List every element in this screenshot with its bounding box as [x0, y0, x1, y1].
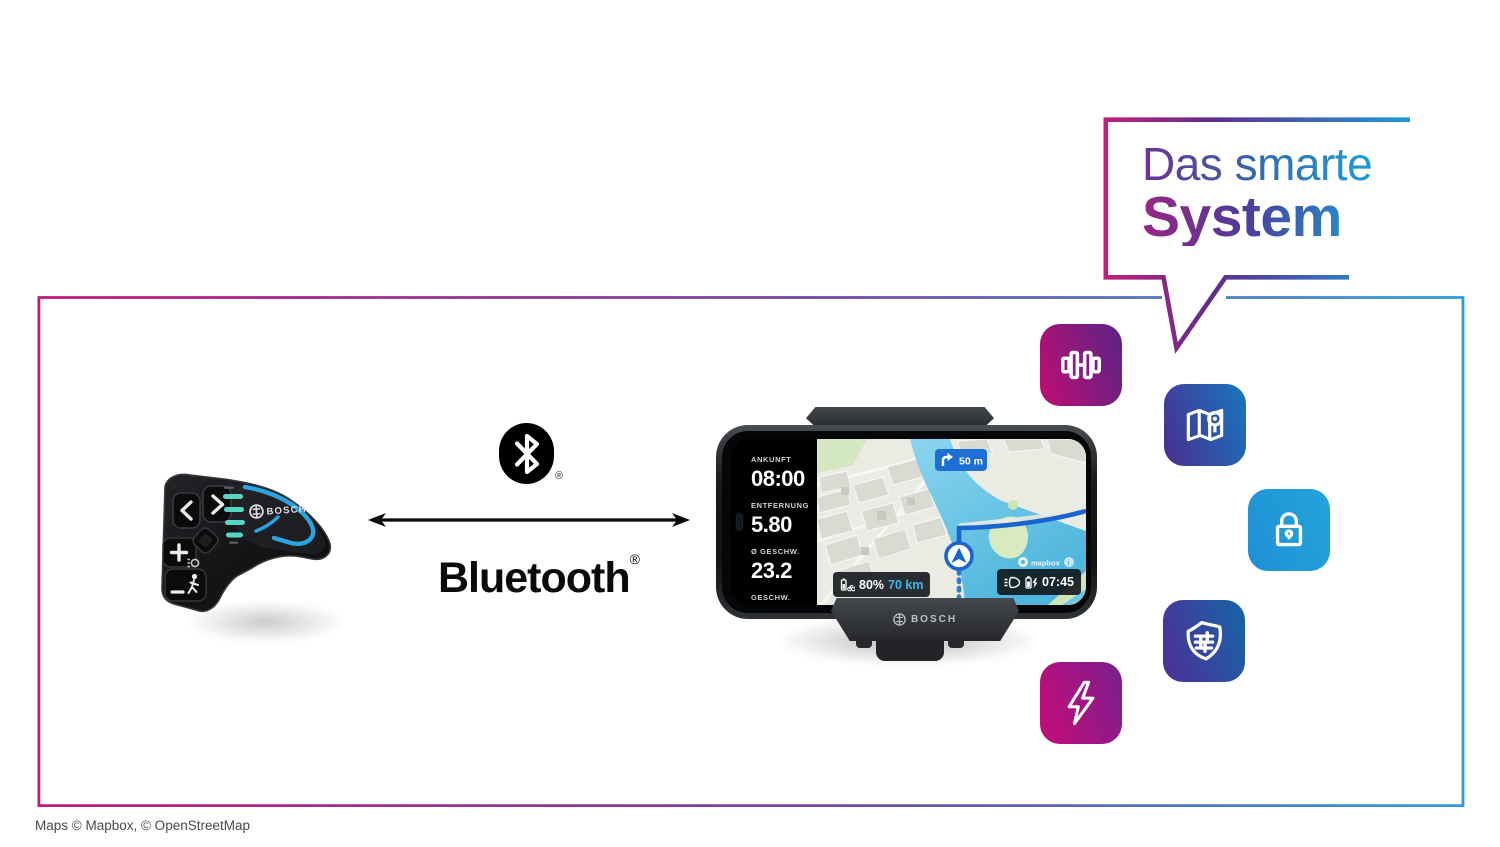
- map-park: [817, 439, 867, 473]
- remote-minus-walk-button: [164, 568, 207, 602]
- lock-icon: [1275, 512, 1303, 547]
- svg-text:mapbox: mapbox: [1031, 559, 1061, 568]
- headline-line1: Das smarte: [1142, 138, 1373, 190]
- stat-value: 23.2: [751, 558, 792, 583]
- stat-value: 5.80: [751, 512, 792, 537]
- bluetooth-logo-registered: ®: [555, 470, 564, 482]
- nav-position-arrow: [951, 547, 967, 563]
- stat-label: GESCHW.: [751, 593, 791, 602]
- stat-value: 21.4: [751, 604, 817, 605]
- led-strip-cap-bottom: [229, 541, 238, 544]
- led-strip-cap-top: [224, 486, 234, 489]
- remote-next-button: [202, 485, 232, 523]
- tuning-app-tile: [1163, 600, 1245, 682]
- navigation-map: 50 m mapbox i: [817, 439, 1086, 605]
- turn-instruction-badge: 50 m: [935, 449, 987, 471]
- navigation-app-tile: [1164, 384, 1246, 466]
- svg-text:BOSCH: BOSCH: [266, 504, 307, 518]
- fitness-app-tile: [1040, 324, 1122, 406]
- chevron-right-icon: [211, 494, 225, 515]
- led-remote: BOSCH: [161, 473, 332, 613]
- bluetooth-rune-icon: [514, 433, 539, 474]
- remote-accent-swoosh-2: [254, 515, 280, 533]
- ride-stats-panel: ANKUNFT 08:00 ENTFERNUNG 5.80 Ø GESCHW. …: [731, 439, 817, 605]
- map-buildings-tall: [841, 487, 915, 555]
- svg-text:i: i: [1068, 560, 1070, 567]
- remote-bosch-logo: BOSCH: [249, 504, 307, 519]
- shield-tuning-icon: [1186, 620, 1222, 661]
- chevron-left-icon: [180, 500, 193, 521]
- headlight-icon: [1004, 576, 1021, 588]
- light-icon: [187, 558, 200, 568]
- grip-bottom-mount: BOSCH: [831, 598, 1019, 641]
- mount-tab-right: [948, 640, 964, 648]
- stat-label: ANKUNFT: [751, 455, 792, 464]
- power-app-tile: [1040, 662, 1122, 744]
- battery-percent: 80%: [859, 577, 885, 592]
- lock-app-tile: [1248, 489, 1330, 571]
- map-corner-land: [1069, 599, 1086, 605]
- bluetooth-wordmark: Bluetooth®: [438, 551, 640, 602]
- headline-line2: System: [1142, 189, 1372, 246]
- map-islet: [1008, 500, 1018, 510]
- route-line: [956, 508, 1086, 555]
- remote-accent-swoosh: [242, 484, 316, 546]
- stat-label: Ø GESCHW.: [751, 547, 800, 556]
- mapbox-attribution: mapbox i: [1018, 557, 1074, 568]
- bidirectional-arrow: [368, 513, 690, 527]
- remote-select-button: [192, 527, 219, 554]
- stat-value: 08:00: [751, 466, 805, 491]
- walk-assist-icon: [187, 573, 199, 594]
- remote-prev-button: [172, 492, 201, 529]
- arrival-time: 07:45: [1042, 575, 1074, 589]
- svg-text:50 m: 50 m: [959, 456, 983, 468]
- mount-tab-left: [856, 640, 872, 648]
- range-value: 70 km: [888, 577, 924, 592]
- mount-stem: [876, 640, 944, 661]
- phone-front-camera: [737, 514, 742, 530]
- headline: Das smarte System: [1142, 138, 1373, 246]
- map-canvas: 50 m mapbox i: [817, 439, 1086, 605]
- battery-range-hud: 80% 70 km: [833, 572, 931, 597]
- stat-label: ENTFERNUNG: [751, 501, 810, 510]
- info-icon: [1064, 557, 1074, 567]
- bosch-logo-icon: [893, 613, 906, 626]
- bluetooth-registered-mark: ®: [629, 551, 640, 567]
- bluetooth-logo: [499, 423, 554, 484]
- lightning-icon: [1067, 680, 1095, 726]
- dumbbell-icon: [1061, 350, 1101, 380]
- charging-battery-icon: [1025, 576, 1038, 589]
- map-copyright: Maps © Mapbox, © OpenStreetMap: [35, 818, 250, 833]
- mount-brand-label: BOSCH: [910, 614, 958, 625]
- plus-icon: [169, 543, 189, 562]
- ebike-battery-icon: [840, 578, 855, 592]
- map-pin-icon: [1186, 408, 1224, 442]
- light-time-hud: 07:45: [997, 569, 1081, 595]
- smartphone-screen: ANKUNFT 08:00 ENTFERNUNG 5.80 Ø GESCHW. …: [731, 439, 1086, 605]
- led-strip: [223, 494, 245, 538]
